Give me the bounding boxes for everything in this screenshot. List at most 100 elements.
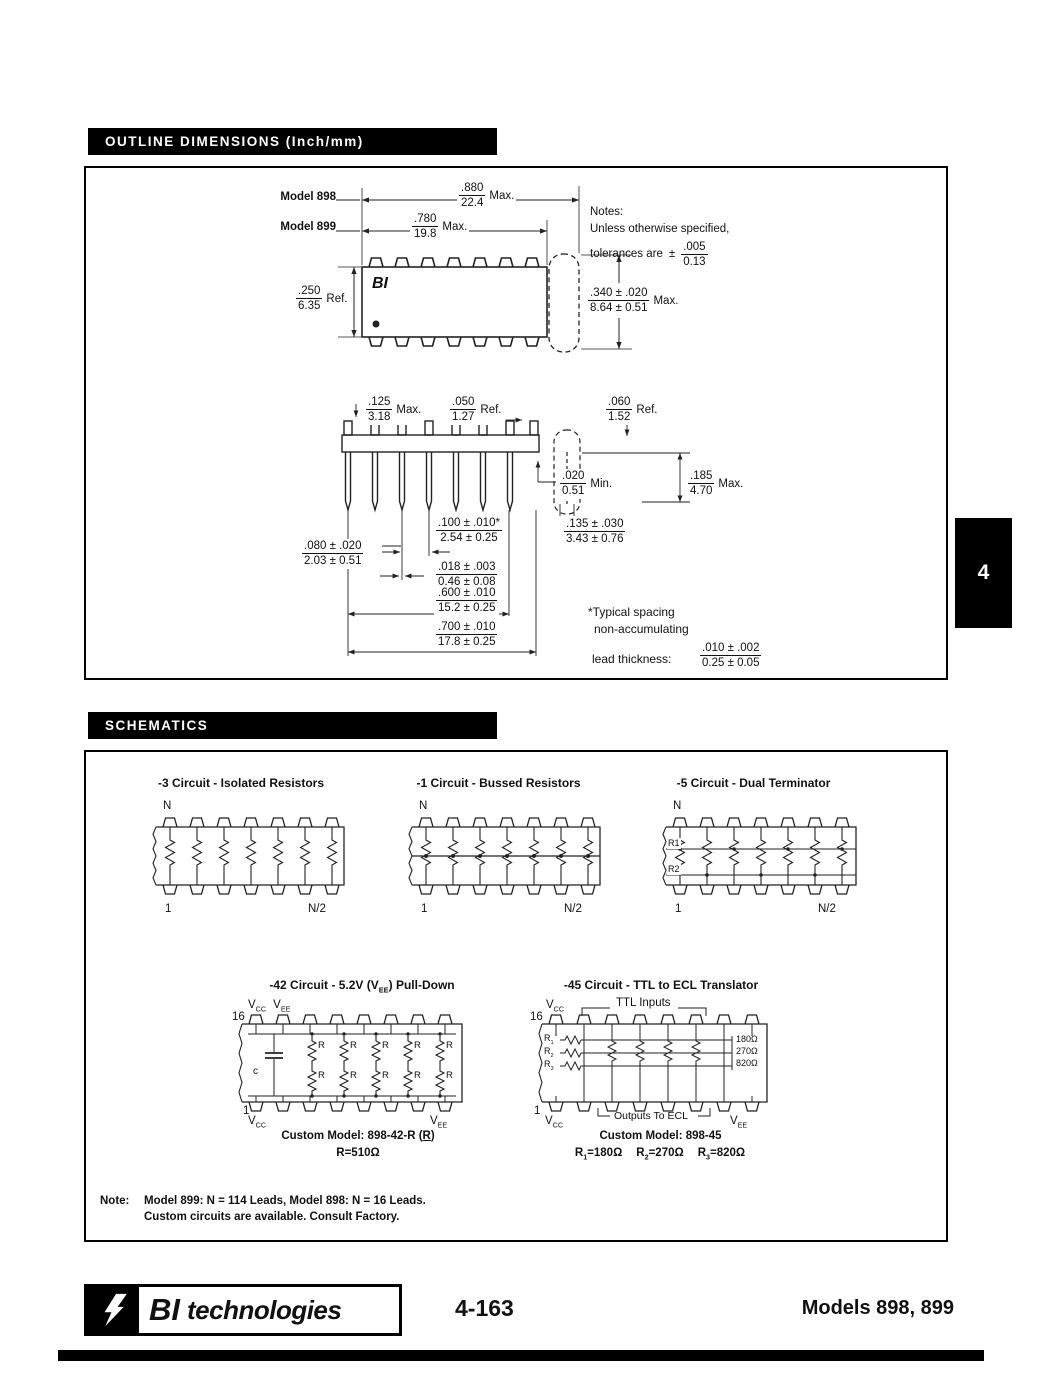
brand-rest: technologies [187,1294,342,1325]
dip-top-view [361,253,580,353]
c45-outputs-label: Outputs To ECL [614,1110,688,1122]
dual-r2-label: R2 [667,864,681,876]
side-view-dimension-lines [347,404,690,656]
c42-bottom-vee: VEE [430,1115,448,1130]
c45-r-values: R1=180Ω R2=270Ω R3=820Ω [526,1147,794,1161]
c42-bottom-vcc: VCC [248,1115,266,1130]
page-number: 4-163 [455,1295,514,1321]
c45-r3-label: R3 [544,1059,554,1072]
c42-title: -42 Circuit - 5.2V (VEE) Pull-Down [269,978,455,995]
c45-bottom-vcc: VCC [545,1115,563,1130]
outline-drawing [336,186,690,656]
schematic-isolated-drawing [152,817,345,895]
c45-r2-label: R2 [544,1046,554,1059]
c42-pin1-label: 1 [243,1105,250,1117]
typical-spacing-note: *Typical spacing non-accumulating [588,605,689,636]
c42-vcc-top: VCC [248,999,266,1014]
c42-r-label: R [446,1040,453,1051]
schematics-section-title: SCHEMATICS [105,718,209,733]
c42-r-value: R=510Ω [336,1147,380,1159]
dual-pinlast-label: N/2 [818,903,836,915]
c42-r-label: R [318,1040,325,1051]
dual-pin1-label: 1 [675,903,682,915]
dim-880-inch: .880 [459,181,486,197]
c45-custom-model: Custom Model: 898-45 [599,1130,722,1142]
dual-r1-label: R1 [667,838,681,850]
outline-section-header: OUTLINE DIMENSIONS (Inch/mm) [88,128,497,155]
bussed-pin1-label: 1 [421,903,428,915]
isolated-pinlast-label: N/2 [308,903,326,915]
c42-pin16-label: 16 [232,1011,245,1023]
notes-line1: Notes: [590,206,624,218]
c45-r1-label: R1 [544,1033,554,1046]
notes-line2: Unless otherwise specified, [590,223,730,236]
c45-pin1-label: 1 [534,1105,541,1117]
schematics-panel: -3 Circuit - Isolated Resistors N 1 N/2 … [84,750,948,1242]
schematics-note-line2: Custom circuits are available. Consult F… [144,1211,400,1223]
brand-bi: BI [149,1292,180,1327]
c45-rv3: R3=820Ω [697,1147,746,1162]
c42-r-label: R [350,1040,357,1051]
schematics-note-line1: Model 899: N = 114 Leads, Model 898: N =… [144,1195,426,1207]
c42-r-label: R [414,1040,421,1051]
section-index-tab: 4 [955,518,1012,628]
c45-r3-value: 820Ω [736,1058,758,1068]
schematics-note-label: Note: [100,1195,130,1207]
bussed-circuit-title: -1 Circuit - Bussed Resistors [416,776,581,790]
model-898-label: Model 898 [280,191,336,203]
bussed-n-label: N [419,800,428,812]
isolated-circuit-title: -3 Circuit - Isolated Resistors [157,776,325,790]
brand-logo: BI technologies [84,1284,402,1336]
c45-pin16-label: 16 [530,1011,543,1023]
c42-r-label: R [318,1070,325,1081]
c45-rv2: R2=270Ω [636,1147,684,1162]
c42-r-label: R [382,1070,389,1081]
c42-custom-model: Custom Model: 898-42-R (R) [281,1130,435,1142]
models-label: Models 898, 899 [801,1297,954,1319]
c45-title: -45 Circuit - TTL to ECL Translator [563,978,759,992]
brand-logo-text: BI technologies [139,1287,351,1333]
isolated-pin1-label: 1 [165,903,172,915]
c42-r-label: R [414,1070,421,1081]
dip-side-view [341,420,581,515]
schematics-drawing [152,817,857,1117]
c45-rv1: R1=180Ω [574,1147,623,1162]
c42-r-label: R [382,1040,389,1051]
lead-thickness-label: lead thickness: [592,652,672,666]
c45-r2-value: 270Ω [736,1046,758,1056]
c45-top-vcc: VCC [546,999,564,1014]
outline-section-title: OUTLINE DIMENSIONS (Inch/mm) [105,134,364,149]
schematic-45-drawing [538,1007,768,1117]
isolated-n-label: N [163,800,172,812]
c42-top-supply-labels: VCC VEE [248,998,290,1014]
dual-n-label: N [673,800,682,812]
c45-r1-value: 180Ω [736,1034,758,1044]
dim-100: .100 ± .010*2.54 ± 0.25 [434,516,504,546]
c42-vee-top: VEE [273,999,291,1014]
dual-terminator-title: -5 Circuit - Dual Terminator [676,776,831,790]
section-tab-number: 4 [977,561,990,584]
bussed-pinlast-label: N/2 [564,903,582,915]
schematic-42-drawing [238,1014,463,1112]
schematic-bussed-drawing [408,817,601,895]
c42-r-label: R [446,1070,453,1081]
c45-ttl-inputs-label: TTL Inputs [616,997,671,1009]
outline-notes: Notes: Unless otherwise specified, toler… [590,202,729,270]
model-899-label: Model 899 [280,221,336,233]
